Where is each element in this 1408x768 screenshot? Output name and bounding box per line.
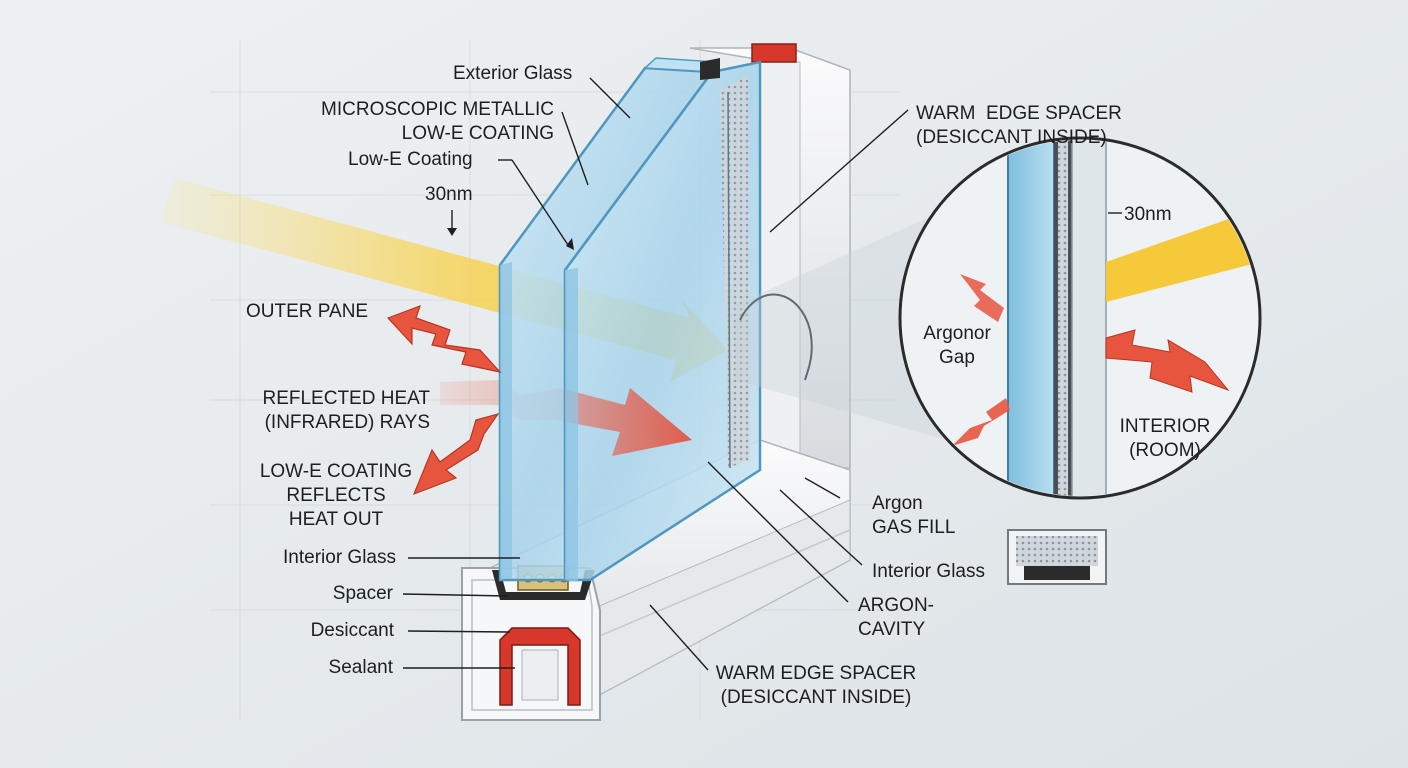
label-exterior-glass: Exterior Glass: [453, 63, 573, 84]
label-warm-edge-bottom: WARM EDGE SPACER (DESICCANT INSIDE): [715, 663, 917, 708]
label-sealant: Sealant: [328, 657, 393, 678]
reflected-heat-arrows: [386, 304, 502, 496]
label-interior-glass-left: Interior Glass: [283, 547, 396, 568]
sealant-channel: [499, 627, 581, 706]
label-thickness-left: 30nm: [425, 184, 473, 205]
label-outer-pane: OUTER PANE: [246, 301, 369, 322]
exterior-glass-pane: [498, 57, 720, 582]
label-interior-room: INTERIOR (ROOM): [1119, 416, 1211, 461]
label-lowe-reflects: LOW-E COATING REFLECTS HEAT OUT: [259, 461, 413, 530]
label-spacer: Spacer: [332, 583, 393, 604]
leader-lines: [402, 77, 1122, 671]
label-microscopic-coating: MICROSCOPIC METALLIC LOW-E COATING: [321, 99, 554, 144]
label-argon-gas-fill: Argon GAS FILL: [872, 493, 956, 538]
label-desiccant: Desiccant: [310, 620, 394, 641]
label-reflected-heat: REFLECTED HEAT (INFRARED) RAYS: [262, 388, 430, 433]
label-argon-gap: Argonor Gap: [923, 323, 991, 368]
zoom-reflected-arrow: [960, 274, 1004, 322]
label-argon-cavity: ARGON- CAVITY: [858, 595, 934, 640]
magnifier-callout: [735, 136, 1262, 585]
leader-arrowhead: [566, 238, 574, 250]
leader-arrowhead: [447, 228, 457, 236]
reflected-heat-arrow: [412, 412, 500, 496]
zoom-reflected-arrow: [952, 398, 1010, 446]
reflected-heat-arrow: [386, 304, 502, 373]
zoom-heat-arrow: [1105, 329, 1230, 393]
label-lowe-coating: Low-E Coating: [348, 149, 473, 170]
zoom-inner-glass: [1071, 140, 1107, 496]
glazing-gasket: [492, 570, 595, 600]
label-interior-glass-right: Interior Glass: [872, 561, 985, 582]
label-warm-edge-top: WARM EDGE SPACER (DESICCANT INSIDE): [916, 103, 1122, 148]
sill-profile: [461, 565, 601, 721]
zoom-sun-ray: [1106, 208, 1258, 302]
label-thickness-zoom: 30nm: [1124, 204, 1172, 225]
zoom-outer-glass: [1007, 140, 1055, 496]
